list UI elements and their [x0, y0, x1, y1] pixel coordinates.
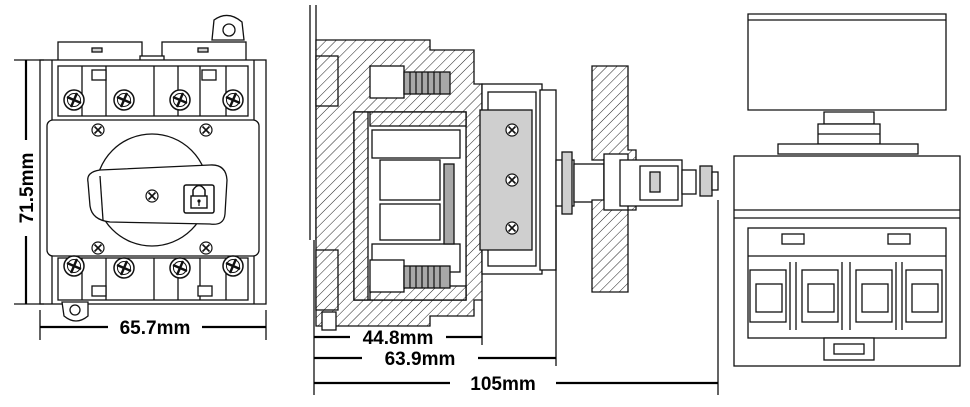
plate-screw-icon: [91, 123, 105, 137]
handle-top: [747, 13, 947, 111]
terminal-screw-icon: [62, 254, 86, 278]
plate-screw-icon: [91, 241, 105, 255]
terminal-screw-icon: [112, 256, 136, 280]
plate-screw-icon: [199, 123, 213, 137]
dimension-height-label: 71.5mm: [17, 153, 38, 224]
cover-screw-icon: [505, 221, 519, 235]
terminal-screw-bottom: [369, 259, 451, 293]
terminal-screw-icon: [62, 88, 86, 112]
terminal-screw-icon: [168, 256, 192, 280]
front-view: [14, 14, 267, 340]
terminal-screw-icon: [168, 88, 192, 112]
terminal-screw-icon: [221, 254, 245, 278]
dimension-depth-639-label: 63.9mm: [385, 349, 456, 370]
plate-screw-icon: [199, 241, 213, 255]
depth-dimensions: [313, 200, 719, 395]
handle-screw-icon: [145, 189, 159, 203]
dimension-depth-448-label: 44.8mm: [363, 328, 434, 349]
width-dimension: [39, 310, 267, 340]
dimension-total-depth-label: 105mm: [470, 374, 536, 395]
terminal-screw-icon: [221, 88, 245, 112]
height-dimension: [14, 59, 44, 305]
dimension-width-label: 65.7mm: [120, 318, 191, 339]
terminal-screw-top: [369, 65, 451, 99]
cover-screw-icon: [505, 123, 519, 137]
rear-elevation-view: [733, 13, 961, 367]
side-section-view: [309, 5, 719, 395]
terminal-screw-icon: [112, 88, 136, 112]
cover-screw-icon: [505, 173, 519, 187]
padlock-icon: [183, 184, 215, 214]
